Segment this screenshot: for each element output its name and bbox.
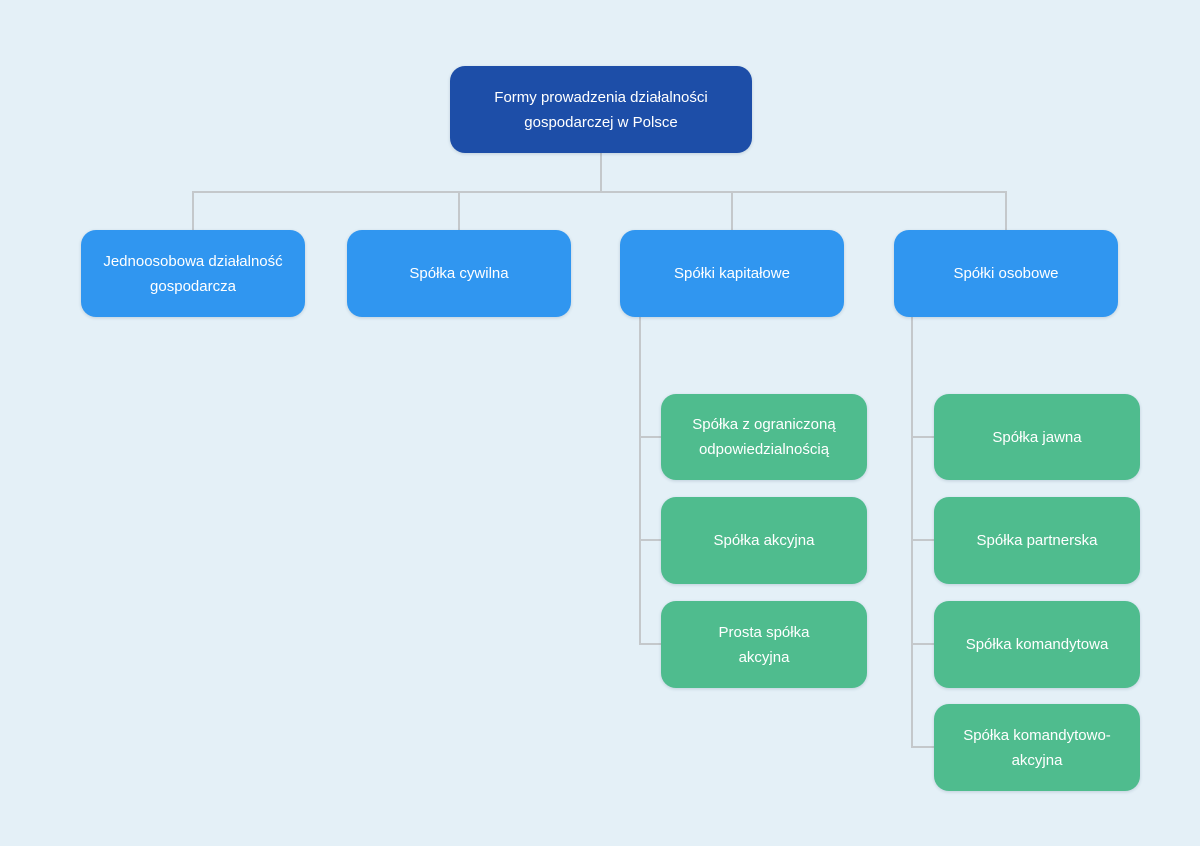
node-label: Prosta spółka akcyjna (718, 623, 810, 666)
node-spolka-partnerska: Spółka partnerska (934, 497, 1140, 584)
node-label: Spółki kapitałowe (674, 265, 790, 282)
node-root-label: Formy prowadzenia działalności gospodarc… (494, 88, 708, 131)
node-spolka-jawna: Spółka jawna (934, 394, 1140, 480)
node-spolki-kapitalowe: Spółki kapitałowe (620, 230, 844, 317)
node-label: Spółka akcyjna (713, 532, 815, 549)
connector-level2-bus (192, 191, 1007, 193)
node-label: Spółki osobowe (953, 265, 1059, 282)
connector-drop-cywilna (458, 191, 460, 230)
node-label: Spółka partnerska (976, 532, 1098, 549)
node-spolka-z-o-o: Spółka z ograniczoną odpowiedzialnością (661, 394, 867, 480)
node-root: Formy prowadzenia działalności gospodarc… (450, 66, 752, 153)
node-spolka-cywilna: Spółka cywilna (347, 230, 571, 317)
node-spolka-komandytowo-akcyjna: Spółka komandytowo-akcyjna (934, 704, 1140, 791)
connector-osobowe-stem (911, 317, 913, 748)
connector-stub-zoo (639, 436, 661, 438)
node-prosta-spolka-akcyjna: Prosta spółka akcyjna (661, 601, 867, 688)
node-jednoosobowa-dzialalnosc: Jednoosobowa działalność gospodarcza (81, 230, 305, 317)
connector-stub-komandytowa (911, 643, 934, 645)
connector-stub-komandytowo-akcyjna (911, 746, 934, 748)
node-label: Spółka komandytowo-akcyjna (963, 726, 1111, 769)
connector-drop-jednoosobowa (192, 191, 194, 230)
node-label: Spółka komandytowa (965, 636, 1109, 653)
node-spolka-komandytowa: Spółka komandytowa (934, 601, 1140, 688)
connector-stub-partnerska (911, 539, 934, 541)
connector-drop-kapitalowe (731, 191, 733, 230)
node-label: Spółka jawna (992, 428, 1082, 446)
connector-kapitalowe-stem (639, 317, 641, 645)
node-label: Jednoosobowa działalność gospodarcza (103, 252, 283, 295)
node-label: Spółka z ograniczoną odpowiedzialnością (692, 416, 836, 458)
connector-drop-osobowe (1005, 191, 1007, 230)
connector-stub-jawna (911, 436, 934, 438)
node-spolka-akcyjna: Spółka akcyjna (661, 497, 867, 584)
connector-stub-akcyjna (639, 539, 661, 541)
node-label: Spółka cywilna (409, 265, 509, 282)
connector-stub-prosta (639, 643, 661, 645)
node-spolki-osobowe: Spółki osobowe (894, 230, 1118, 317)
connector-root-stem (600, 153, 602, 192)
